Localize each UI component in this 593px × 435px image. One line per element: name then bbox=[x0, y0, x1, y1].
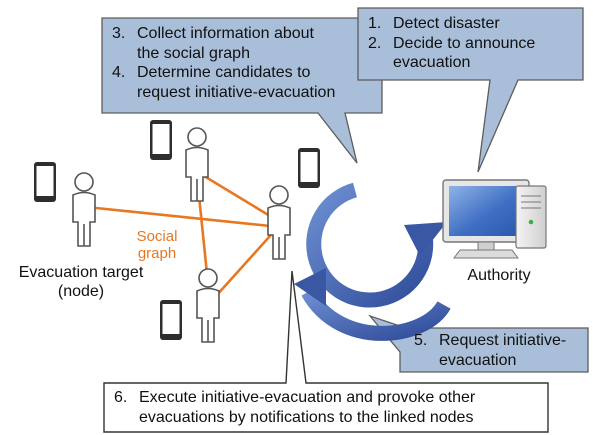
step-6-text: Execute initiative-evacuation and provok… bbox=[139, 389, 476, 406]
step-3-number: 3. bbox=[112, 25, 126, 42]
cycle-arrow-lower-head bbox=[294, 268, 326, 306]
callout-request-step: 5. Request initiative- evacuation bbox=[414, 331, 566, 370]
step-3: 3. Collect information about bbox=[112, 24, 335, 44]
step-4-text: Determine candidates to bbox=[137, 64, 311, 81]
step-1: 1. Detect disaster bbox=[368, 14, 535, 34]
step-4-continuation: request initiative-evacuation bbox=[137, 83, 336, 101]
smartphone-icon bbox=[34, 162, 56, 202]
callout-execute-step: 6. Execute initiative-evacuation and pro… bbox=[114, 388, 475, 427]
step-2: 2. Decide to announce bbox=[368, 34, 535, 54]
edge-bottom-to-center bbox=[214, 234, 272, 298]
social-graph-label-line1: Social bbox=[136, 228, 178, 245]
step-6: 6. Execute initiative-evacuation and pro… bbox=[114, 388, 475, 408]
smartphone-icon bbox=[298, 148, 320, 188]
person-icon bbox=[72, 172, 96, 247]
social-graph-label-line2: graph bbox=[137, 245, 177, 262]
cycle-arrow-lower bbox=[301, 287, 451, 341]
callout-graph-steps: 3. Collect information about the social … bbox=[112, 24, 335, 102]
evacuation-target-label-line2: (node) bbox=[57, 283, 105, 300]
person-icon bbox=[185, 127, 209, 202]
smartphone-icon bbox=[160, 300, 182, 340]
person-icon bbox=[196, 268, 220, 343]
smartphone-icon bbox=[150, 120, 172, 160]
social-graph-label: Social graph bbox=[122, 228, 192, 262]
step-3-continuation: the social graph bbox=[137, 44, 250, 62]
step-1-text: Detect disaster bbox=[393, 15, 500, 32]
evacuation-target-label: Evacuation target (node) bbox=[2, 263, 160, 301]
step-2-text: Decide to announce bbox=[393, 34, 536, 52]
step-4-number: 4. bbox=[112, 64, 126, 81]
edge-left-to-center bbox=[94, 206, 272, 228]
step-6-number: 6. bbox=[114, 389, 128, 406]
step-1-number: 1. bbox=[368, 15, 382, 32]
step-2-number: 2. bbox=[368, 34, 382, 52]
cycle-arrow-upper bbox=[306, 182, 434, 308]
step-2-continuation: evacuation bbox=[393, 54, 471, 71]
step-3-text: Collect information about bbox=[137, 25, 314, 42]
step-4: 4. Determine candidates to bbox=[112, 63, 335, 83]
step-6-continuation: evacuations by notifications to the link… bbox=[139, 408, 474, 426]
callout-authority-steps: 1. Detect disaster 2. Decide to announce… bbox=[368, 14, 535, 73]
desktop-computer-icon bbox=[442, 179, 547, 259]
callout-authority-steps-shape bbox=[357, 7, 584, 173]
step-5-number: 5. bbox=[414, 332, 428, 349]
evacuation-target-label-line1: Evacuation target bbox=[18, 264, 144, 281]
authority-label: Authority bbox=[467, 267, 531, 284]
person-icon bbox=[267, 185, 291, 260]
cycle-arrow-upper-head bbox=[404, 222, 447, 256]
step-5-text: Request initiative- bbox=[439, 332, 567, 349]
step-5: 5. Request initiative- bbox=[414, 331, 566, 351]
edge-top-to-center bbox=[202, 174, 272, 218]
callout-execute-step-shape bbox=[103, 270, 549, 433]
cycle-arrows-icon bbox=[294, 182, 451, 341]
step-5-continuation: evacuation bbox=[439, 351, 517, 369]
